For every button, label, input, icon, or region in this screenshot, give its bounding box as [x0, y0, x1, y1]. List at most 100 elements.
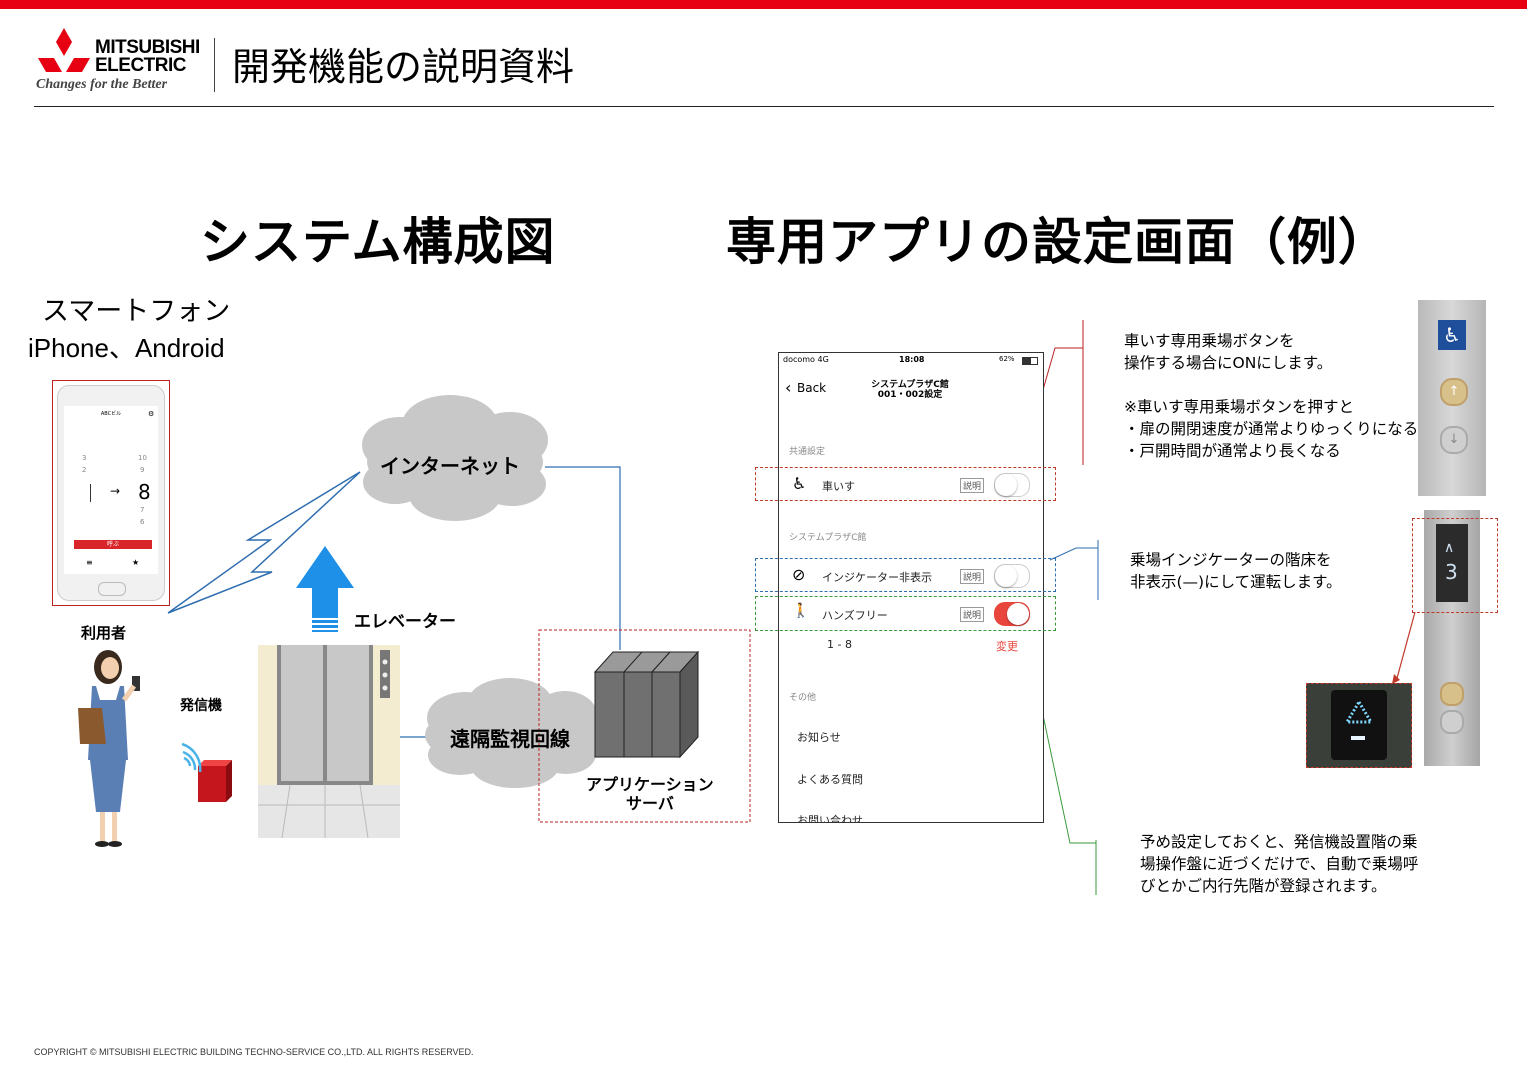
menu-icon: ≡ [86, 558, 93, 567]
header-rule [34, 106, 1494, 107]
handsfree-label: ハンズフリー [822, 609, 888, 622]
wheelchair-toggle[interactable] [994, 473, 1030, 497]
note-handsfree-line2: 場操作盤に近づくだけで、自動で乗場呼 [1140, 855, 1419, 873]
handsfree-toggle[interactable] [994, 602, 1030, 626]
mitsubishi-logo-icon [38, 28, 90, 72]
no-display-icon: ⊘ [792, 565, 806, 584]
user-label: 利用者 [81, 624, 127, 642]
document-title: 開発機能の説明資料 [232, 45, 575, 89]
transmitter-label: 発信機 [180, 698, 222, 714]
app-title-line2: 001・002設定 [877, 390, 943, 400]
wheelchair-button-icon: ♿ [1438, 320, 1466, 350]
handsfree-person-icon: 🚶 [792, 603, 810, 619]
indicator-triangle-icon [1345, 700, 1373, 724]
note-wheelchair-spacer [1124, 374, 1418, 396]
menu-news[interactable]: お知らせ [797, 731, 841, 744]
callout-arrow [1392, 611, 1416, 684]
note-wheelchair-line4: ※車いす専用乗場ボタンを押すと [1124, 398, 1354, 416]
phone-screen: ABCビル ⚙ 3 2 10 9 → 8 7 6 呼ぶ ≡ ★ [64, 406, 158, 574]
internet-label: インターネット [380, 454, 520, 478]
panel-down-button-icon [1440, 710, 1464, 734]
section-building: システムプラザC館 [789, 533, 867, 543]
note-handsfree-line1: 予め設定しておくと、発信機設置階の乗 [1140, 833, 1418, 851]
floor-range: 1 - 8 [827, 638, 852, 651]
wireless-lightning-icon [167, 471, 361, 614]
user-person-icon [78, 650, 140, 847]
brand-name-line1: MITSUBISHI [95, 37, 200, 58]
indicator-highlight-frame [1412, 518, 1498, 613]
note-wheelchair: 車いす専用乗場ボタンを 操作する場合にONにします。 ※車いす専用乗場ボタンを押… [1124, 330, 1418, 462]
up-button-icon: ↑ [1440, 378, 1468, 406]
note-indicator: 乗場インジケーターの階床を 非表示(—)にして運転します。 [1130, 549, 1342, 593]
setting-row-handsfree[interactable]: 🚶 ハンズフリー 説明 [755, 596, 1056, 631]
server-label-2: サーバ [626, 794, 674, 813]
hidden-indicator-photo [1306, 683, 1412, 768]
setting-row-indicator[interactable]: ⊘ インジケーター非表示 説明 [755, 558, 1056, 592]
wireless-signal-icon [181, 742, 202, 773]
chevron-left-icon[interactable]: ‹ [785, 378, 792, 397]
status-time: 18:08 [899, 355, 925, 364]
change-link[interactable]: 変更 [996, 640, 1018, 653]
wheelchair-explain-badge[interactable]: 説明 [960, 478, 985, 493]
remote-line-cloud-icon [425, 678, 601, 788]
setting-row-wheelchair[interactable]: ♿ 車いす 説明 [755, 467, 1056, 501]
upload-arrow-icon [296, 546, 354, 632]
smartphone-label: スマートフォン [42, 296, 231, 327]
handsfree-explain-badge[interactable]: 説明 [960, 607, 985, 622]
internet-server-line [545, 466, 621, 650]
note-handsfree-line3: びとかご内行先階が登録されます。 [1140, 877, 1387, 895]
wheelchair-label: 車いす [822, 480, 855, 493]
note-wheelchair-line1: 車いす専用乗場ボタンを [1124, 332, 1295, 350]
server-frame [538, 629, 751, 823]
indicator-display: ∧ 3 [1436, 524, 1468, 602]
server-rack-icon [593, 650, 700, 759]
server-label-1: アプリケーション [586, 775, 714, 794]
note-handsfree: 予め設定しておくと、発信機設置階の乗 場操作盤に近づくだけで、自動で乗場呼 びと… [1140, 831, 1418, 897]
elevator-label: エレベーター [354, 612, 456, 632]
indicator-explain-badge[interactable]: 説明 [960, 569, 985, 584]
wheelchair-icon: ♿ [792, 474, 807, 493]
menu-faq[interactable]: よくある質問 [797, 773, 863, 786]
indicator-dash-icon [1351, 736, 1365, 740]
indicator-panel-photo: ∧ 3 [1424, 510, 1480, 766]
down-button-icon: ↓ [1440, 426, 1468, 454]
back-button[interactable]: Back [797, 381, 827, 395]
transmitter-device-icon [198, 760, 232, 802]
hidden-indicator-screen [1331, 690, 1387, 760]
status-carrier: docomo 4G [783, 355, 829, 364]
internet-cloud-icon [362, 395, 548, 521]
phone-cursor [90, 484, 91, 502]
phone-mockup-frame: ABCビル ⚙ 3 2 10 9 → 8 7 6 呼ぶ ≡ ★ [52, 380, 170, 606]
indicator-up-arrow-icon: ∧ [1444, 540, 1455, 556]
star-icon: ★ [132, 558, 140, 567]
indicator-hide-label: インジケーター非表示 [822, 571, 932, 584]
phone-floor-right-4: 6 [140, 518, 145, 526]
app-title-line1: システムプラザC館 [871, 380, 949, 390]
section-common-settings: 共通設定 [789, 447, 826, 457]
indicator-floor-number: 3 [1445, 560, 1458, 584]
status-battery: 62% [999, 355, 1015, 363]
gear-icon: ⚙ [148, 410, 155, 418]
phone-floor-left-1: 3 [82, 454, 87, 462]
phone-call-button[interactable]: 呼ぶ [74, 540, 152, 549]
note-wheelchair-line5: ・扉の開閉速度が通常よりゆっくりになる [1124, 420, 1419, 438]
top-accent-bar [0, 0, 1527, 9]
note-indicator-line1: 乗場インジケーターの階床を [1130, 551, 1332, 569]
phone-floor-right-3: 7 [140, 506, 145, 514]
phone-floor-right-2: 9 [140, 466, 145, 474]
menu-contact[interactable]: お問い合わせ [797, 814, 863, 823]
brand-name-line2: ELECTRIC [95, 55, 187, 76]
phone-floor-left-2: 2 [82, 466, 87, 474]
arrow-right-icon: → [110, 484, 121, 498]
brand-tagline: Changes for the Better [36, 77, 168, 92]
phone-screen-header: ABCビル [100, 411, 122, 417]
indicator-hide-toggle[interactable] [994, 564, 1030, 588]
section-other: その他 [789, 693, 817, 703]
remote-line-label: 遠隔監視回線 [450, 727, 570, 751]
note-wheelchair-line2: 操作する場合にONにします。 [1124, 354, 1333, 372]
phone-floor-right-1: 10 [138, 454, 147, 462]
os-label: iPhone、Android [28, 333, 225, 363]
home-button-icon [98, 582, 126, 596]
battery-icon [1022, 357, 1038, 365]
note-indicator-line2: 非表示(—)にして運転します。 [1130, 573, 1342, 591]
